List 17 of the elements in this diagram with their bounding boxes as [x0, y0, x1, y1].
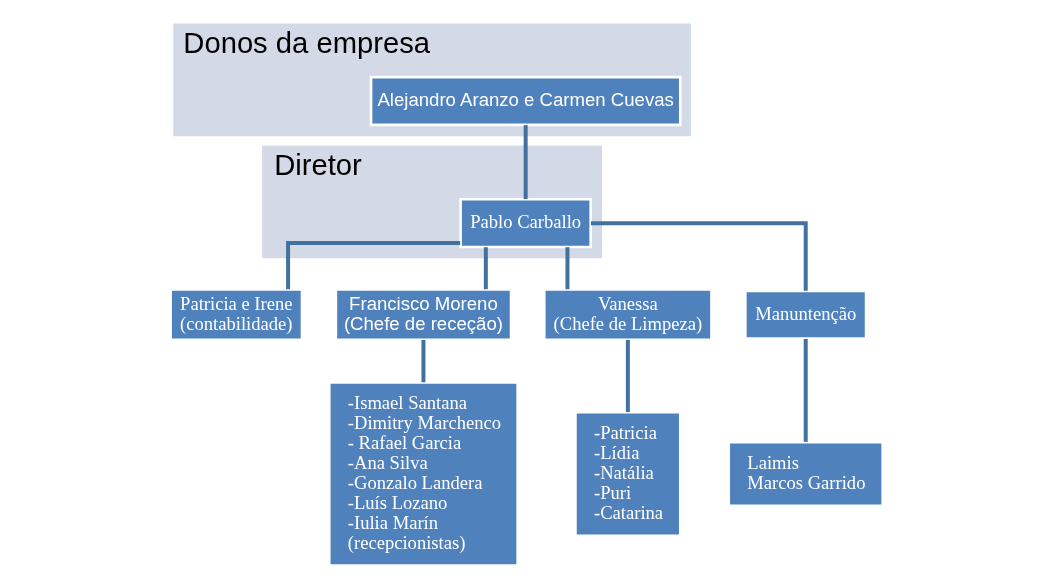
- node-box: Pablo Carballo: [459, 197, 592, 249]
- connector: [523, 125, 528, 200]
- node-box: Francisco Moreno (Chefe de receção): [334, 288, 513, 342]
- node-box: Alejandro Aranzo e Carmen Cuevas: [369, 75, 682, 127]
- node-box: -Patricia -Lídia -Natália -Puri -Catarina: [574, 410, 682, 538]
- node-box: Vanessa (Chefe de Limpeza): [542, 288, 713, 342]
- node-box: Laimis Marcos Garrido: [727, 440, 884, 508]
- connector: [421, 339, 426, 383]
- node-box: Manuntenção: [744, 289, 868, 340]
- node-box: Patricia e Irene (contabilidade): [169, 288, 304, 342]
- connector: [565, 247, 570, 290]
- connector: [625, 339, 630, 413]
- connector: [803, 338, 808, 442]
- connector: [483, 247, 488, 290]
- connector: [590, 221, 808, 291]
- node-box: -Ismael Santana -Dimitry Marchenco - Rafael Garcia -Ana Silva -Gonzalo Landera -Luís Lozano -Iulia Marín (recepcionistas): [327, 381, 519, 567]
- connector: [286, 241, 461, 290]
